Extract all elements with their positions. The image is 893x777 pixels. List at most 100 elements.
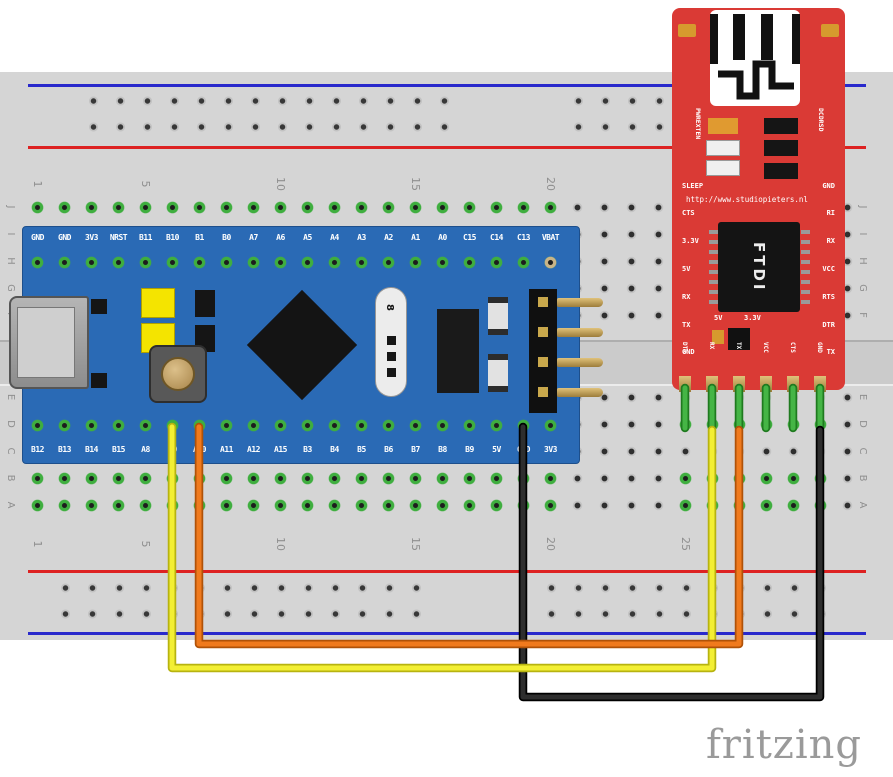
pin-label: A6 (276, 233, 285, 242)
ftdi-pin-pad-icon (733, 376, 745, 392)
stm32-pin-holes-bottom (24, 412, 564, 439)
row-letter: D (5, 420, 16, 428)
pin-label: GND (58, 233, 71, 242)
column-number: 1 (31, 180, 44, 188)
pin-label: B4 (330, 445, 339, 454)
row-letter: G (857, 284, 868, 292)
capacitor-icon (708, 118, 738, 134)
pin-label: VBAT (541, 233, 560, 242)
voltage-jumper-pad-icon (712, 330, 724, 344)
ftdi-pin-pad-icon (760, 376, 772, 392)
ftdi-chip-label: FTDI (750, 241, 768, 293)
row-letter: A (5, 501, 16, 509)
column-number: 25 (679, 537, 692, 551)
crystal-pad-icon (387, 336, 396, 345)
pin-label: B7 (411, 445, 420, 454)
pin-label: A10 (193, 445, 206, 454)
row-letter: H (857, 257, 868, 265)
ftdi-pin-label: RI (826, 209, 835, 217)
power-rail-holes-bottom-right (538, 575, 838, 627)
ftdi-pin-label: TX (682, 321, 691, 329)
pin-label: A4 (330, 233, 339, 242)
ftdi-pin-label: RTS (822, 293, 835, 301)
usb-solder-tab-icon (91, 373, 107, 388)
pin-label: A0 (438, 233, 447, 242)
usb-footprint-icon (710, 10, 800, 106)
url-label: http://www.studiopieters.nl (686, 195, 808, 204)
column-number: 1 (31, 540, 44, 548)
column-number: 10 (274, 537, 287, 551)
micro-usb-connector-icon (9, 296, 89, 389)
ftdi-chip-icon: FTDI (718, 222, 800, 312)
pin-label: NRST (109, 233, 128, 242)
reset-button-cap (161, 357, 195, 391)
dcdrsd-label: DCDRSD (817, 108, 825, 132)
stm32-pin-holes-top (24, 249, 564, 276)
pin-label: A2 (384, 233, 393, 242)
pin-label: A15 (274, 445, 287, 454)
ftdi-pin-pad-icon (814, 376, 826, 392)
pin-label: GND (31, 233, 44, 242)
ftdi-pin-label: SLEEP (682, 182, 704, 190)
pin-label: A8 (141, 445, 150, 454)
row-letter: E (857, 393, 868, 401)
ftdi-pin-label: TX (735, 342, 742, 350)
pin-label: B10 (166, 233, 179, 242)
power-rail-holes-top-left (80, 88, 452, 140)
swd-pin-icon (557, 297, 603, 307)
boot1-header-icon (195, 290, 215, 317)
pin-label: B5 (357, 445, 366, 454)
pin-label: B14 (85, 445, 98, 454)
row-letter: I (857, 232, 868, 236)
pin-label: A12 (247, 445, 260, 454)
pin-label: B11 (139, 233, 152, 242)
connected-holes-row-j (23, 193, 564, 221)
pin-label: A11 (220, 445, 233, 454)
vbat-pin-hole (537, 249, 564, 276)
chip-pins-right-icon (801, 230, 810, 306)
swd-pad-icon (538, 327, 548, 337)
smd-resistor-icon (488, 354, 508, 392)
row-letter: A (857, 501, 868, 509)
column-number: 5 (139, 180, 152, 188)
row-letter: J (857, 205, 868, 209)
column-number: 15 (409, 537, 422, 551)
pin-label: A5 (303, 233, 312, 242)
mcu-chip-icon (246, 289, 358, 401)
pin-label: GND (517, 445, 530, 454)
pin-label: A7 (249, 233, 258, 242)
ftdi-pin-label: VCC (762, 342, 769, 353)
pin-label: B13 (58, 445, 71, 454)
column-number: 15 (409, 177, 422, 191)
smd-component-icon (437, 309, 479, 393)
power-rail-red-line-top (28, 146, 866, 149)
row-letter: D (857, 420, 868, 428)
connected-holes-row-a-stm32 (23, 491, 564, 519)
column-number: 5 (139, 540, 152, 548)
ftdi-pin-label: 3.3V (682, 237, 699, 245)
pin-label: B6 (384, 445, 393, 454)
column-number: 20 (544, 177, 557, 191)
pin-label: B3 (303, 445, 312, 454)
row-letter: C (857, 447, 868, 455)
ftdi-pin-label: GND (816, 342, 823, 353)
reset-button[interactable] (149, 345, 207, 403)
ftdi-pin-label: TX (826, 348, 835, 356)
component-pad-icon (706, 140, 740, 156)
pin-label: A9 (168, 445, 177, 454)
pin-label: C13 (517, 233, 530, 242)
ftdi-pin-label: GND (682, 348, 695, 356)
smd-component-icon (764, 163, 798, 179)
ftdi-pin-label: CTS (789, 342, 796, 353)
mounting-pad-icon (678, 24, 696, 37)
crystal-pad-icon (387, 352, 396, 361)
row-letter: C (5, 447, 16, 455)
row-letter: F (857, 312, 868, 318)
column-number: 20 (544, 537, 557, 551)
ftdi-pin-pad-icon (787, 376, 799, 392)
chip-pins-left-icon (709, 230, 718, 306)
